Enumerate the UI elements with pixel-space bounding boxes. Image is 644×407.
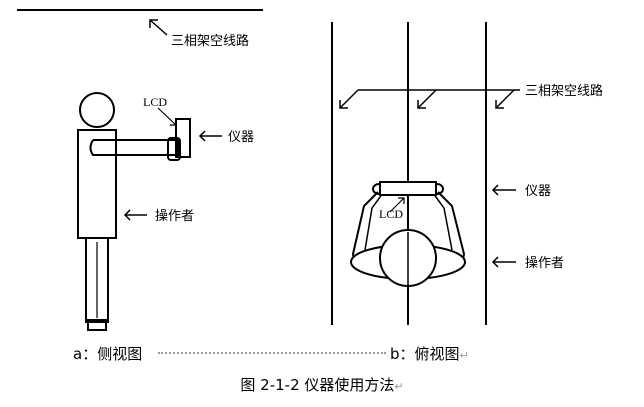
operator-label-top: 操作者 xyxy=(525,255,564,271)
operator-arrow-top xyxy=(491,256,516,268)
dotted-leader xyxy=(158,352,386,354)
overhead-line-arrow xyxy=(149,19,168,36)
instrument-top xyxy=(379,181,437,196)
caption-paragraph-mark: ↵ xyxy=(394,380,404,393)
instrument-label-side: 仪器 xyxy=(228,130,254,145)
operator-label-side: 操作者 xyxy=(155,208,194,224)
operator-feet xyxy=(87,319,107,331)
lcd-label-side: LCD xyxy=(143,95,167,109)
operator-legs xyxy=(85,237,109,323)
overhead-line-arrows xyxy=(339,89,520,109)
side-view-label-text: a：侧视图 xyxy=(73,345,143,363)
lcd-arrow-top xyxy=(389,197,405,213)
figure-caption: 图 2-1-2 仪器使用方法↵ xyxy=(0,374,644,395)
operator-arrow-side xyxy=(123,209,147,221)
instrument-arrow-side xyxy=(198,130,222,142)
instrument-label-top: 仪器 xyxy=(525,184,551,199)
operator-head xyxy=(79,92,115,128)
operator-arm xyxy=(89,139,179,156)
operator-hand xyxy=(167,137,181,161)
paragraph-mark: ↵ xyxy=(459,349,469,362)
side-view-label: a：侧视图 xyxy=(73,343,142,364)
instrument-side xyxy=(175,118,191,158)
lcd-arrow-side xyxy=(157,107,177,126)
instrument-arrow-top xyxy=(491,184,516,196)
overhead-line-label-top: 三相架空线路 xyxy=(525,83,603,99)
figure-caption-text: 图 2-1-2 仪器使用方法 xyxy=(240,376,395,394)
top-view-label-text: b：俯视图 xyxy=(390,345,460,363)
overhead-line-label-side: 三相架空线路 xyxy=(171,33,249,49)
top-view-label: b：俯视图↵ xyxy=(390,343,469,364)
lcd-label-top: LCD xyxy=(379,207,403,221)
operator-torso xyxy=(77,129,117,239)
